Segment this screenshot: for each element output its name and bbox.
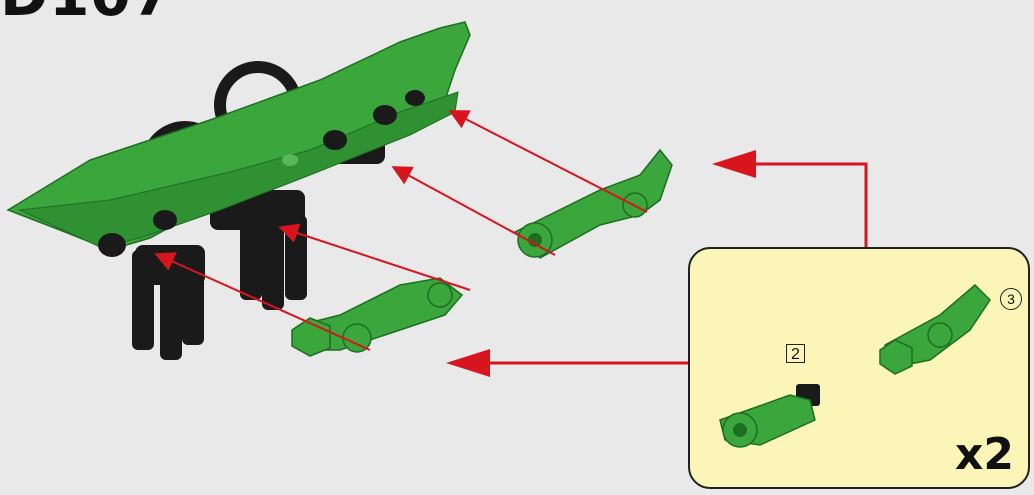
step-number: D107 <box>0 0 173 24</box>
subassembly-panel: x2 <box>688 247 1030 489</box>
multiplier-label: x2 <box>955 429 1014 480</box>
green-wing-assembly <box>6 21 471 257</box>
callout-arrow-icon <box>446 349 688 377</box>
angled-beam-part-lower <box>291 277 464 357</box>
substep-number: 3 <box>1000 288 1022 310</box>
long-arrow-left-icon <box>712 150 868 247</box>
part-count-badge: 2 <box>786 344 805 363</box>
angled-beam-part-upper <box>513 148 673 259</box>
